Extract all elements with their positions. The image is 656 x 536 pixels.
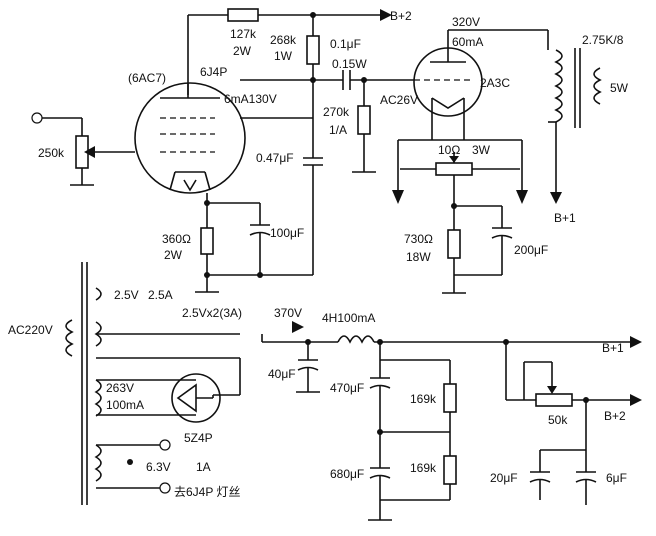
label-10ohm: 10Ω — [438, 143, 460, 157]
label-b-plus-2: B+2 — [604, 409, 626, 423]
label-40uf: 40μF — [268, 367, 296, 381]
resistor-270k — [357, 105, 371, 135]
label-10ohm-power: 3W — [472, 143, 491, 157]
label-730ohm-power: 18W — [406, 250, 431, 264]
label-50k: 50k — [548, 413, 568, 427]
label-b-plus-1-out: B+1 — [554, 211, 576, 225]
label-320v: 320V — [452, 15, 480, 29]
label-60ma: 60mA — [452, 35, 483, 49]
label-6ac7: (6AC7) — [128, 71, 166, 85]
label-250k: 250k — [38, 146, 65, 160]
label-0-1uf: 0.1μF — [330, 37, 361, 51]
label-6ma130v: 6mA130V — [224, 92, 277, 106]
label-20uf: 20μF — [490, 471, 518, 485]
label-360ohm-power: 2W — [164, 248, 183, 262]
label-0-47uf: 0.47μF — [256, 151, 294, 165]
label-5z4p: 5Z4P — [184, 431, 213, 445]
rectifier-5z4p — [171, 373, 221, 423]
label-169k-b: 169k — [410, 461, 437, 475]
label-360ohm: 360Ω — [162, 232, 191, 246]
label-470uf: 470μF — [330, 381, 364, 395]
pentode-6j4p — [134, 82, 246, 194]
label-choke: 4H100mA — [322, 311, 375, 325]
label-b-plus-1: B+1 — [602, 341, 624, 355]
label-ac220v: AC220V — [8, 323, 53, 337]
label-2-5a: 2.5A — [148, 288, 173, 302]
label-200uf: 200μF — [514, 243, 548, 257]
pot-10ohm — [435, 162, 473, 176]
power-supply — [65, 262, 642, 521]
label-5w: 5W — [610, 81, 629, 95]
label-ac26v: AC26V — [380, 93, 418, 107]
input-stage — [31, 8, 414, 293]
label-127k: 127k — [230, 27, 257, 41]
label-100uf: 100μF — [270, 226, 304, 240]
label-680uf: 680μF — [330, 467, 364, 481]
label-127k-power: 2W — [233, 44, 252, 58]
resistor-169k-b — [443, 455, 457, 485]
label-268k: 268k — [270, 33, 297, 47]
resistor-127k — [227, 8, 259, 22]
label-xfmr-out: 2.75K/8 — [582, 33, 624, 47]
label-6-3v: 6.3V — [146, 460, 171, 474]
resistor-268k — [306, 35, 320, 65]
arrow-b2-top — [380, 9, 392, 21]
label-270k-power: 1/A — [329, 123, 347, 137]
label-730ohm: 730Ω — [404, 232, 433, 246]
label-heater-note: 去6J4P 灯丝 — [174, 485, 240, 499]
output-stage — [392, 29, 602, 294]
label-0-15w: 0.15W — [332, 57, 367, 71]
label-270k: 270k — [323, 105, 350, 119]
resistor-360 — [200, 227, 214, 255]
label-1a: 1A — [196, 460, 211, 474]
label-169k-a: 169k — [410, 392, 437, 406]
label-6j4p: 6J4P — [200, 65, 227, 79]
label-268k-power: 1W — [274, 49, 293, 63]
pot-50k — [535, 393, 573, 407]
label-b-plus-2-top: B+2 — [390, 9, 412, 23]
resistor-169k-a — [443, 383, 457, 413]
resistor-730 — [447, 229, 461, 259]
label-2a3c: 2A3C — [480, 76, 510, 90]
label-2-5vx2: 2.5Vx2(3A) — [182, 306, 242, 320]
label-2-5v: 2.5V — [114, 288, 139, 302]
label-100ma: 100mA — [106, 398, 144, 412]
label-6uf: 6μF — [606, 471, 627, 485]
label-370v: 370V — [274, 306, 302, 320]
labels: B+2 127k 2W 268k 1W 320V 60mA 2.75K/8 5W… — [8, 9, 629, 499]
label-263v: 263V — [106, 381, 134, 395]
